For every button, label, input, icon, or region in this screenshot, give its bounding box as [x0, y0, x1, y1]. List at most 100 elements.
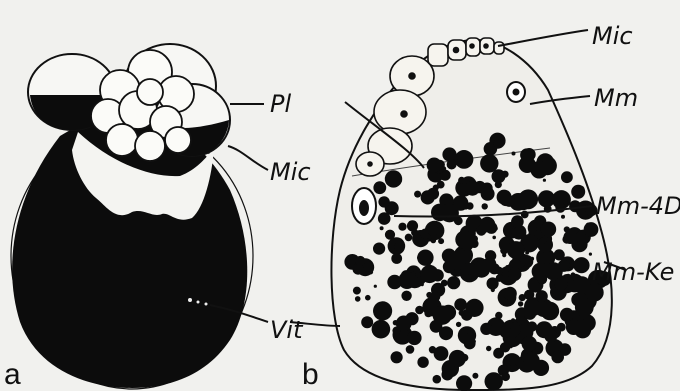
yolk-granule — [499, 326, 511, 338]
yolk-granule — [421, 190, 435, 204]
yolk-granule — [373, 243, 385, 255]
yolk-granule — [429, 346, 436, 353]
yolk-granule — [427, 158, 442, 173]
yolk-granule — [405, 234, 413, 242]
yolk-granule — [374, 285, 377, 288]
yolk-granule — [573, 276, 590, 293]
yolk-granule — [398, 223, 406, 231]
vit-dot — [197, 301, 200, 304]
yolk-granule — [433, 375, 442, 384]
yolk-granule — [589, 253, 592, 256]
yolk-granule — [555, 277, 568, 290]
vit-dot — [188, 298, 192, 302]
leader-mic-b — [498, 30, 588, 46]
yolk-granule — [503, 287, 516, 300]
yolk-granule — [392, 327, 400, 335]
label-vit: Vit — [270, 316, 304, 344]
yolk-granule — [551, 351, 564, 364]
yolk-granule — [510, 364, 517, 371]
label-mm-4d: Mm-4D — [596, 192, 680, 220]
yolk-granule — [437, 181, 445, 189]
yolk-granule — [415, 306, 424, 315]
yolk-granule — [467, 274, 472, 279]
yolk-granule — [393, 320, 398, 325]
yolk-granule — [445, 328, 453, 336]
yolk-granule — [536, 227, 541, 232]
yolk-granule — [500, 342, 510, 352]
yolk-granule — [406, 345, 415, 354]
yolk-granule — [378, 196, 389, 207]
yolk-granule — [511, 318, 515, 322]
yolk-granule — [373, 181, 386, 194]
yolk-granule — [575, 298, 594, 317]
yolk-granule — [407, 331, 421, 345]
yolk-granule — [507, 241, 525, 259]
yolk-granule — [512, 152, 516, 156]
yolk-granule — [481, 187, 495, 201]
yolk-granule — [518, 301, 523, 306]
label-mm-ke: Mm-Ke — [592, 258, 674, 286]
yolk-granule — [442, 369, 454, 381]
nucleolus-4d — [359, 200, 369, 216]
yolk-granule — [424, 309, 432, 317]
label-pl: Pl — [270, 90, 291, 118]
yolk-granule — [560, 308, 574, 322]
yolk-granule — [526, 263, 530, 267]
yolk-granule — [369, 261, 373, 265]
yolk-granule — [482, 203, 488, 209]
vit-dot — [205, 303, 208, 306]
yolk-granule — [573, 257, 589, 273]
yolk-granule — [480, 154, 498, 172]
yolk-granule — [458, 177, 465, 184]
yolk-granule — [584, 222, 599, 237]
yolk-granule — [391, 351, 403, 363]
yolk-granule — [524, 353, 540, 369]
panel-label-a: a — [4, 358, 21, 391]
yolk-granule — [561, 215, 565, 219]
yolk-granule — [485, 250, 496, 261]
yolk-granule — [561, 171, 573, 183]
yolk-granule — [527, 321, 537, 331]
yolk-granule — [463, 204, 469, 210]
yolk-granule — [385, 230, 395, 240]
yolk-granule — [465, 181, 480, 196]
yolk-granule — [442, 147, 456, 161]
yolk-granule — [385, 170, 402, 187]
yolk-granule — [536, 321, 553, 338]
yolk-granule — [502, 253, 506, 257]
yolk-granule — [456, 375, 472, 391]
yolk-granule — [441, 280, 448, 287]
yolk-granule — [522, 336, 537, 351]
yolk-granule — [431, 238, 437, 244]
yolk-granule — [486, 346, 491, 351]
yolk-granule — [417, 357, 428, 368]
yolk-granule — [368, 270, 373, 275]
yolk-granule — [394, 243, 403, 252]
yolk-granule — [427, 262, 430, 265]
yolk-granule — [508, 268, 521, 281]
yolk-granule — [519, 294, 526, 301]
yolk-granule — [380, 226, 384, 230]
yolk-granule — [456, 322, 461, 327]
yolk-granule — [361, 316, 373, 328]
yolk-granule — [401, 291, 411, 301]
yolk-granule — [355, 256, 365, 266]
yolk-granule — [391, 253, 402, 264]
yolk-granule — [457, 154, 470, 167]
yolk-granule — [492, 236, 496, 240]
panel-b-drawing — [331, 38, 611, 391]
yolk-granule — [441, 166, 446, 171]
yolk-granule — [543, 179, 546, 182]
yolk-granule — [405, 312, 418, 325]
yolk-granule — [541, 222, 556, 237]
yolk-granule — [454, 298, 467, 311]
yolk-granule — [511, 215, 524, 228]
yolk-granule — [577, 186, 585, 194]
yolk-granule — [461, 354, 469, 362]
yolk-granule — [431, 204, 449, 222]
label-mm: Mm — [594, 84, 638, 112]
yolk-granule — [365, 295, 371, 301]
nucleolus-mm — [513, 89, 520, 96]
